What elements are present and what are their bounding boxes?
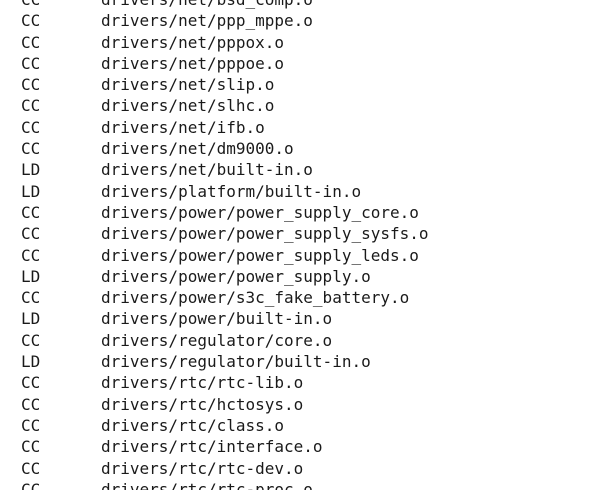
log-line-path: drivers/rtc/hctosys.o (101, 394, 304, 414)
log-line-path: drivers/net/pppox.o (101, 32, 285, 52)
log-line-command: CC (21, 75, 41, 95)
log-line-command: CC (21, 415, 41, 435)
log-line-command: CC (21, 32, 41, 52)
log-line-command: CC (21, 96, 41, 116)
log-line-command: CC (21, 437, 41, 457)
log-line-command: LD (21, 309, 41, 329)
log-line-command: CC (21, 139, 41, 159)
log-line-command: LD (21, 160, 41, 180)
log-line-command: CC (21, 288, 41, 308)
log-line-path: drivers/power/power_supply_sysfs.o (101, 224, 429, 244)
log-line-path: drivers/rtc/class.o (101, 415, 285, 435)
log-line-command: CC (21, 117, 41, 137)
log-line-command: CC (21, 53, 41, 73)
log-line-command: CC (21, 202, 41, 222)
log-line-command: CC (21, 0, 40, 10)
log-line-command: LD (21, 352, 41, 372)
log-line-command: LD (21, 266, 41, 286)
log-line-path: drivers/power/built-in.o (101, 309, 333, 329)
log-line-command: CC (21, 394, 41, 414)
log-line-path: drivers/regulator/built-in.o (101, 352, 371, 372)
log-line-path: drivers/power/power_supply_core.o (101, 202, 419, 222)
log-line-path: drivers/power/s3c_fake_battery.o (101, 288, 410, 308)
log-line-command: CC (21, 245, 41, 265)
log-line-path: drivers/power/power_supply.o (101, 266, 371, 286)
log-line-path: drivers/platform/built-in.o (101, 181, 362, 201)
log-line-path: drivers/rtc/rtc-dev.o (101, 458, 304, 478)
log-line-path: drivers/net/dm9000.o (101, 139, 294, 159)
log-line-command: CC (21, 330, 41, 350)
log-line-path: drivers/net/ppp_mppe.o (101, 11, 313, 31)
log-line-path: drivers/rtc/interface.o (101, 437, 323, 457)
log-line-path: drivers/net/slhc.o (101, 96, 275, 116)
log-line-command: LD (21, 181, 41, 201)
log-line-path: drivers/net/pppoe.o (101, 53, 285, 73)
log-line-command: CC (21, 479, 41, 490)
log-line-path: drivers/net/bsd_comp.o (101, 0, 313, 10)
log-line-command: CC (21, 11, 41, 31)
log-line-path: drivers/regulator/core.o (101, 330, 333, 350)
log-line-path: drivers/net/ifb.o (101, 117, 265, 137)
log-line-path: drivers/net/built-in.o (101, 160, 313, 180)
log-line-command: CC (21, 458, 41, 478)
log-line-path: drivers/rtc/rtc-lib.o (101, 373, 304, 393)
log-line-command: CC (21, 224, 41, 244)
log-line-path: drivers/rtc/rtc-proc.o (101, 479, 313, 490)
log-line-command: CC (21, 373, 41, 393)
log-line-path: drivers/net/slip.o (101, 75, 275, 95)
log-line-path: drivers/power/power_supply_leds.o (101, 245, 419, 265)
